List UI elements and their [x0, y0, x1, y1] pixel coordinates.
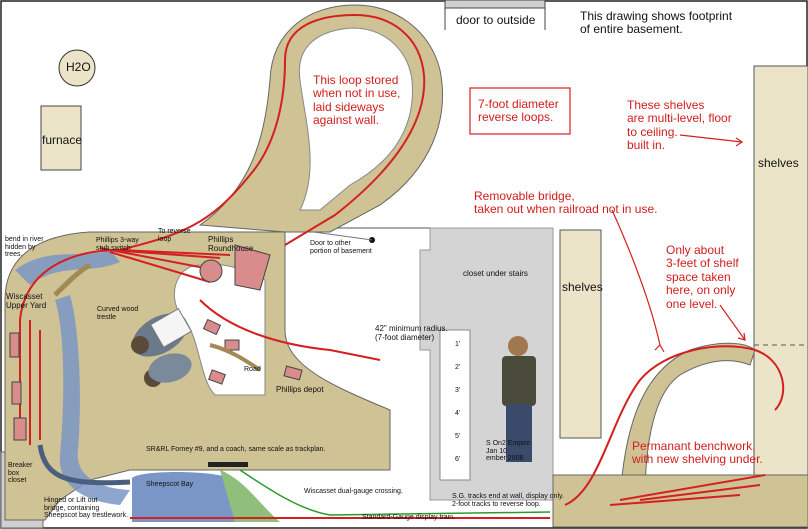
track-reverse-loop — [119, 13, 426, 251]
yard-building-2 — [11, 381, 22, 405]
arrow-three-feet — [719, 304, 746, 341]
phillips-depot-building — [283, 365, 303, 381]
reverse-loops-box — [469, 87, 571, 135]
min-radius-label: 42" minimum radius. (7-foot diameter) — [375, 324, 448, 342]
bend-river-label: bend in river hidden by trees. — [5, 236, 44, 259]
outside-door — [444, 0, 546, 9]
ruler-mark-1: 1' — [455, 341, 461, 348]
curved-trestle-label: Curved wood trestle — [97, 306, 139, 321]
operator-figure-2 — [148, 353, 192, 383]
right-shelves — [753, 65, 808, 479]
bay-shore — [220, 470, 280, 522]
person-head — [508, 336, 528, 356]
river-lower — [55, 295, 130, 505]
annotation-arrows — [611, 134, 746, 353]
operators-photo — [131, 308, 193, 387]
main-benchwork — [4, 231, 391, 521]
arrowhead-three-feet — [737, 332, 746, 341]
track-bridge — [564, 345, 785, 506]
forney-label: SR&RL Forney #9, and a coach, same scale… — [146, 446, 326, 453]
curved-trestle — [53, 262, 92, 297]
wiscasset-upper-label: Wiscasset Upper Yard — [6, 292, 47, 310]
loop-stored-label: This loop stored when not in use, laid s… — [313, 73, 401, 128]
sg-tracks-label: S.G. tracks end at wall, display only. 2… — [452, 493, 564, 508]
arrow-shelves — [679, 134, 743, 143]
door-other-label: Door to other portion of basement — [310, 240, 372, 255]
roundhouse — [234, 244, 271, 291]
reverse-loops-label: 7-foot diameter reverse loops. — [478, 97, 559, 125]
hinged-trestle — [37, 444, 131, 486]
yard-building-1 — [9, 332, 20, 358]
forney-locomotive — [208, 462, 248, 467]
hinged-bridge-label: Hinged or Lift out bridge, containing Sh… — [44, 497, 129, 520]
ruler-mark-6: 6' — [455, 456, 461, 463]
shelves-mid-label: shelves — [562, 280, 603, 294]
ruler-mark-3: 3' — [455, 387, 461, 394]
track-plan — [19, 13, 785, 506]
track-permanent — [609, 474, 766, 506]
three-feet-label: Only about 3-feet of shelf space taken h… — [666, 243, 739, 311]
door-outside-label: door to outside — [456, 13, 536, 27]
dual-gauge-track — [239, 469, 551, 516]
track-roundhouse-leads — [99, 247, 221, 283]
arrowhead-bridge — [654, 344, 665, 353]
to-reverse-loop-label: To reverse loop — [158, 228, 191, 243]
breaker-box-label: Breaker box closet — [8, 462, 33, 485]
person-jeans — [506, 404, 532, 462]
ruler-strip — [439, 329, 471, 481]
water-heater — [58, 49, 96, 87]
road-label: Road — [244, 366, 261, 373]
sheepscot-bay-water — [132, 472, 235, 522]
furnace-box — [40, 105, 82, 171]
structure-2 — [224, 339, 240, 351]
closet-stairs-label: closet under stairs — [463, 269, 528, 278]
ruler-mark-4: 4' — [455, 410, 461, 417]
h2o-label: H2O — [66, 60, 91, 74]
phillips-depot-label: Phillips depot — [276, 385, 324, 394]
structure-1 — [202, 318, 222, 336]
removable-bridge-label: Removable bridge, taken out when railroa… — [474, 189, 658, 217]
permanent-benchwork — [552, 474, 808, 528]
middle-shelves — [559, 229, 602, 439]
yard-building-3 — [13, 417, 27, 441]
operator-head-1 — [131, 336, 149, 354]
ruler-mark-5: 5' — [455, 433, 461, 440]
arrowhead-shelves — [735, 137, 744, 147]
person-jacket — [502, 356, 536, 406]
turntable — [199, 259, 223, 283]
structure-3 — [208, 369, 226, 385]
track-depot-line — [199, 299, 381, 361]
empire-caption: S On2 Empire. Jan 10 ember 2008 — [486, 440, 532, 463]
person-photo — [502, 336, 536, 462]
dual-gauge-label: Wiscasset dual-gauge crossing. — [304, 488, 403, 495]
ruler-mark-2: 2' — [455, 364, 461, 371]
roundhouse-label: Phillips Roundhouse — [208, 235, 254, 253]
stub-switch-label: Phillips 3-way stub switch — [96, 237, 139, 252]
permanent-label: Permanant benchwork, with new shelving u… — [632, 439, 763, 467]
footprint-label: This drawing shows footprint of entire b… — [580, 9, 733, 37]
furnace-label: furnace — [42, 133, 83, 147]
standard-gauge-label: Standard-Gauge display train. — [362, 514, 455, 521]
arrow-removable-bridge — [611, 209, 661, 346]
clipboard — [149, 308, 193, 348]
shelves-right-label: shelves — [758, 156, 799, 170]
stored-loop-hole — [298, 27, 413, 211]
road — [209, 343, 262, 372]
trestle-lines — [37, 444, 550, 519]
shelves-multi-label: These shelves are multi-level, floor to … — [627, 98, 732, 153]
sheepscot-bay-label: Sheepscot Bay — [146, 481, 194, 488]
